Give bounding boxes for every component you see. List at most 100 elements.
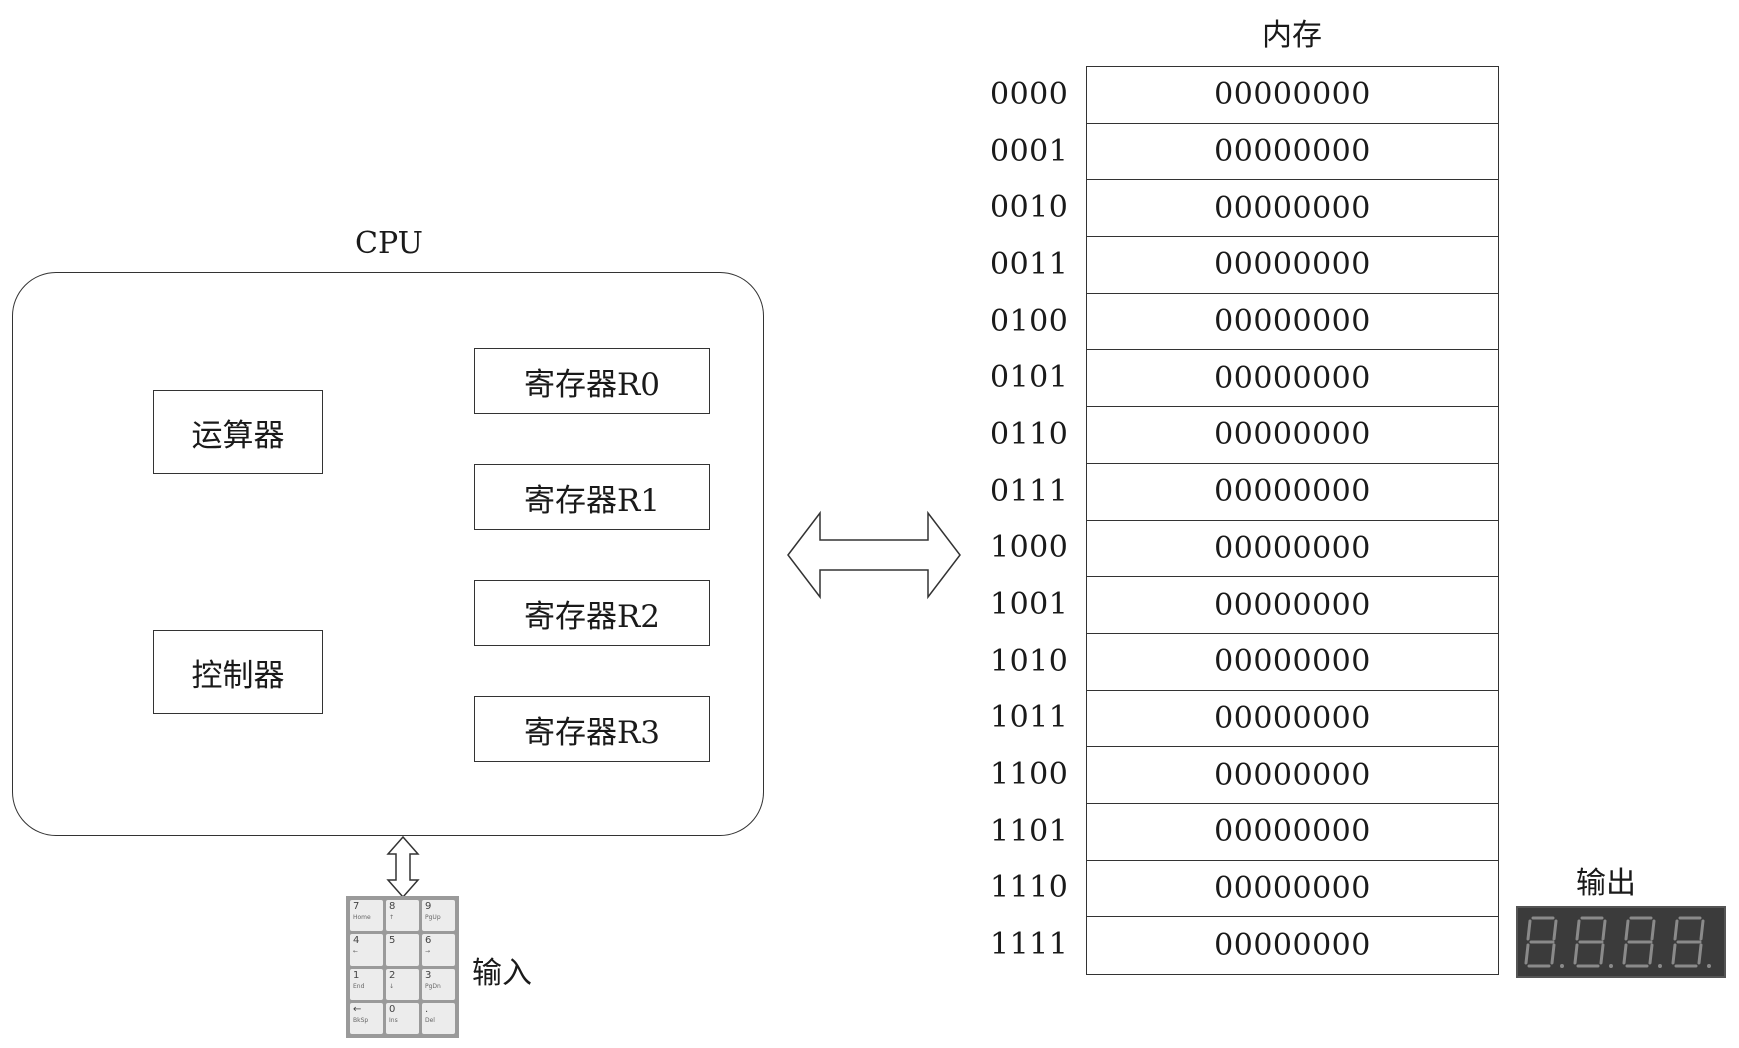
keypad-key: 6→: [422, 934, 455, 966]
memory-cell: 00000000: [1087, 67, 1498, 124]
display-segment: [1697, 943, 1703, 965]
keypad-key-main: 0: [389, 1003, 396, 1015]
memory-title: 内存: [1262, 18, 1322, 53]
memory-cell: 00000000: [1087, 294, 1498, 351]
memory-address: 1001: [990, 587, 1069, 623]
memory-cell: 00000000: [1087, 350, 1498, 408]
memory-address: 1000: [990, 530, 1069, 566]
keypad-key-main: 1: [353, 969, 360, 981]
keypad-key: 2↓: [386, 968, 419, 1000]
keypad-key-sub: PgDn: [425, 982, 441, 990]
keypad-key-main: .: [425, 1003, 429, 1015]
memory-address: 1011: [990, 700, 1069, 736]
keypad-key: 4←: [350, 934, 383, 966]
keypad-key-main: 6: [425, 935, 432, 947]
register-r2-box: 寄存器R2: [474, 580, 710, 646]
register-r0-box: 寄存器R0: [474, 348, 710, 414]
keypad-key: .Del: [422, 1002, 455, 1034]
input-label: 输入: [472, 956, 532, 991]
display-segment: [1622, 943, 1628, 965]
memory-cell: 00000000: [1087, 464, 1498, 521]
memory-cell: 00000000: [1087, 180, 1498, 238]
display-dot: [1658, 964, 1662, 968]
keypad-key-main: ←: [353, 1003, 362, 1015]
memory-address: 1111: [990, 927, 1069, 963]
keypad-key-sub: Del: [425, 1016, 435, 1024]
register-r0-label: 寄存器R0: [523, 366, 661, 403]
display-dot: [1560, 964, 1564, 968]
alu-box: 运算器: [153, 390, 323, 474]
controller-label: 控制器: [191, 657, 285, 694]
display-segment: [1671, 943, 1677, 965]
keypad-key-sub: PgUp: [425, 914, 441, 921]
register-r3-box: 寄存器R3: [474, 696, 710, 762]
register-r3-label: 寄存器R3: [523, 714, 661, 751]
alu-label: 运算器: [191, 417, 285, 454]
keypad-key-sub: Home: [353, 914, 371, 921]
memory-cell: 00000000: [1087, 861, 1498, 918]
memory-cell: 00000000: [1087, 521, 1498, 578]
input-arrow-icon: [386, 836, 420, 898]
memory-cell: 00000000: [1087, 634, 1498, 691]
register-r1-label: 寄存器R1: [523, 482, 661, 519]
memory-address: 0100: [990, 303, 1069, 339]
display-segment: [1624, 919, 1630, 941]
display-segment: [1552, 919, 1558, 941]
keypad-key: 5: [386, 934, 419, 966]
memory-cell: 00000000: [1087, 577, 1498, 634]
controller-box: 控制器: [153, 630, 323, 714]
keypad-key-main: 7: [353, 901, 360, 912]
memory-address: 1010: [990, 643, 1069, 679]
keypad-key-main: 8: [389, 901, 396, 912]
memory-cell: 00000000: [1087, 747, 1498, 804]
display-segment: [1573, 943, 1579, 965]
memory-address: 1100: [990, 757, 1069, 793]
register-r1-box: 寄存器R1: [474, 464, 710, 530]
memory-cell: 00000000: [1087, 804, 1498, 861]
memory-cell: 00000000: [1087, 407, 1498, 464]
display-segment: [1699, 919, 1705, 941]
memory-cell: 00000000: [1214, 928, 1371, 964]
memory-cell: 00000000: [1087, 237, 1498, 294]
bus-arrow-icon: [787, 510, 961, 600]
memory-address: 0101: [990, 360, 1069, 396]
memory-address: 0111: [990, 473, 1069, 509]
memory-address: 0001: [990, 133, 1069, 169]
memory-cell: 00000000: [1087, 124, 1498, 181]
display-segment: [1526, 919, 1532, 941]
cpu-title: CPU: [355, 226, 423, 261]
keypad-key-main: 9: [425, 901, 432, 912]
keypad-key-sub: ↓: [389, 982, 395, 990]
keypad-key-sub: ←: [353, 948, 359, 956]
display-dot: [1609, 964, 1613, 968]
memory-address: 0011: [990, 246, 1069, 282]
display-segment: [1673, 919, 1679, 941]
output-label: 输出: [1576, 866, 1636, 901]
keypad-key-main: 4: [353, 935, 360, 947]
keypad-key-main: 2: [389, 969, 396, 981]
display-segment: [1524, 943, 1530, 965]
display-segment: [1575, 919, 1581, 941]
keypad-key: ←BkSp: [350, 1002, 383, 1034]
seven-segment-display: [1516, 906, 1726, 978]
display-segment: [1550, 943, 1556, 965]
keypad-key-sub: End: [353, 982, 365, 990]
memory-address: 0000: [990, 76, 1069, 112]
keypad-key-sub: →: [425, 948, 431, 956]
register-r2-label: 寄存器R2: [523, 598, 661, 635]
memory-address: 0110: [990, 416, 1069, 452]
keypad-key-main: 5: [389, 935, 396, 947]
memory-address: 1110: [990, 870, 1069, 906]
display-segment: [1650, 919, 1656, 941]
cpu-box: [12, 272, 764, 836]
display-dot: [1707, 964, 1711, 968]
keypad-key-sub: ↑: [389, 914, 395, 921]
